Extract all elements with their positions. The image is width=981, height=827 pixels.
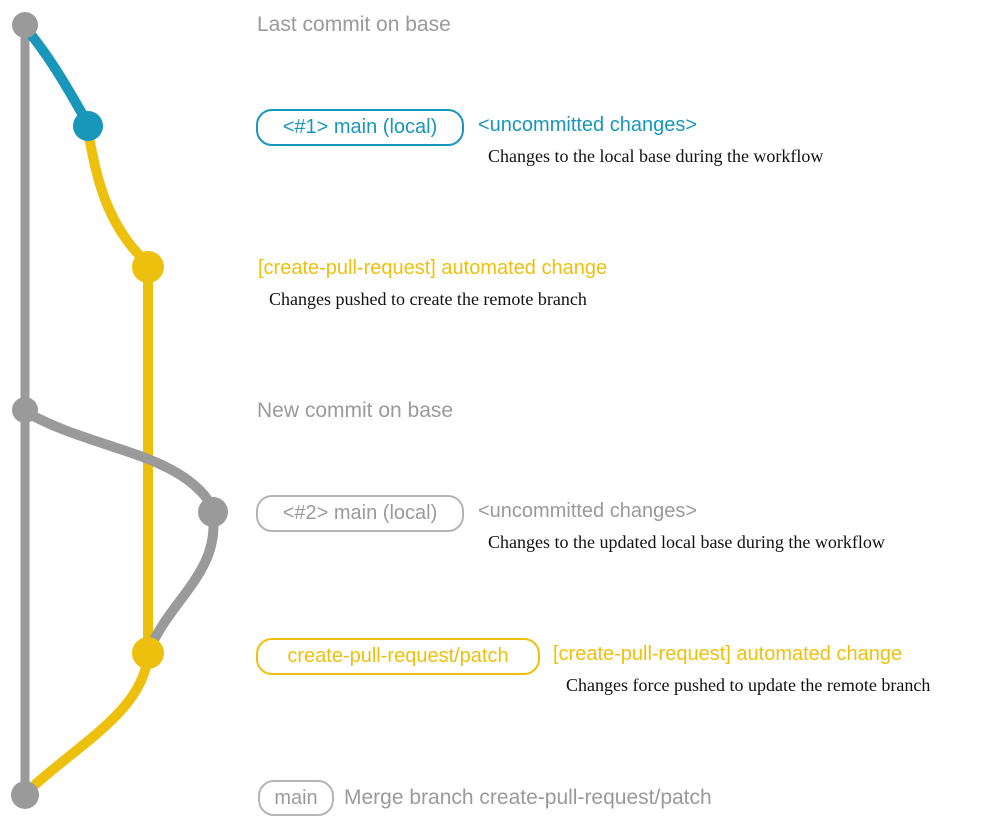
local-main-branch-line xyxy=(20,22,93,129)
commit-dot-local-main-2 xyxy=(198,497,228,527)
status-uncommitted-changes-2: <uncommitted changes> xyxy=(478,500,698,522)
commit-dot-merge xyxy=(11,781,39,809)
branch-tag-create-pull-request-patch-label: create-pull-request/patch xyxy=(287,645,509,667)
branch-tag-main-local-1: <#1> main (local) xyxy=(256,109,464,146)
merge-curve xyxy=(22,651,153,797)
branch-tag-main-local-2-label: <#2> main (local) xyxy=(282,502,438,524)
branch-tag-main-local-2: <#2> main (local) xyxy=(256,495,464,532)
caption-local-base-changes: Changes to the local base during the wor… xyxy=(488,146,824,166)
commit-dot-last-base xyxy=(12,12,38,38)
label-last-commit-on-base: Last commit on base xyxy=(257,13,451,36)
label-automated-change-2: [create-pull-request] automated change xyxy=(553,643,903,665)
caption-force-pushed-to-update: Changes force pushed to update the remot… xyxy=(566,675,931,695)
label-automated-change-1: [create-pull-request] automated change xyxy=(258,257,608,279)
branch-tag-main-local-1-label: <#1> main (local) xyxy=(282,116,438,138)
patch-branch-curve-top xyxy=(83,125,151,267)
branch-tag-main-label: main xyxy=(274,786,318,809)
commit-dot-local-main-1 xyxy=(73,111,103,141)
caption-pushed-to-create: Changes pushed to create the remote bran… xyxy=(269,289,587,309)
caption-updated-local-base-changes: Changes to the updated local base during… xyxy=(488,532,885,552)
commit-dot-automated-1 xyxy=(132,251,164,283)
label-merge-branch: Merge branch create-pull-request/patch xyxy=(344,786,712,809)
commit-dot-new-base xyxy=(12,397,38,423)
label-new-commit-on-base: New commit on base xyxy=(257,399,454,422)
force-push-curve xyxy=(144,511,219,655)
status-uncommitted-changes-1: <uncommitted changes> xyxy=(478,114,698,136)
updated-local-main-branch-line xyxy=(21,407,217,511)
branch-tag-create-pull-request-patch: create-pull-request/patch xyxy=(256,638,540,675)
git-graph xyxy=(11,12,228,809)
branch-tag-main: main xyxy=(258,780,334,816)
commit-dot-automated-2 xyxy=(132,637,164,669)
